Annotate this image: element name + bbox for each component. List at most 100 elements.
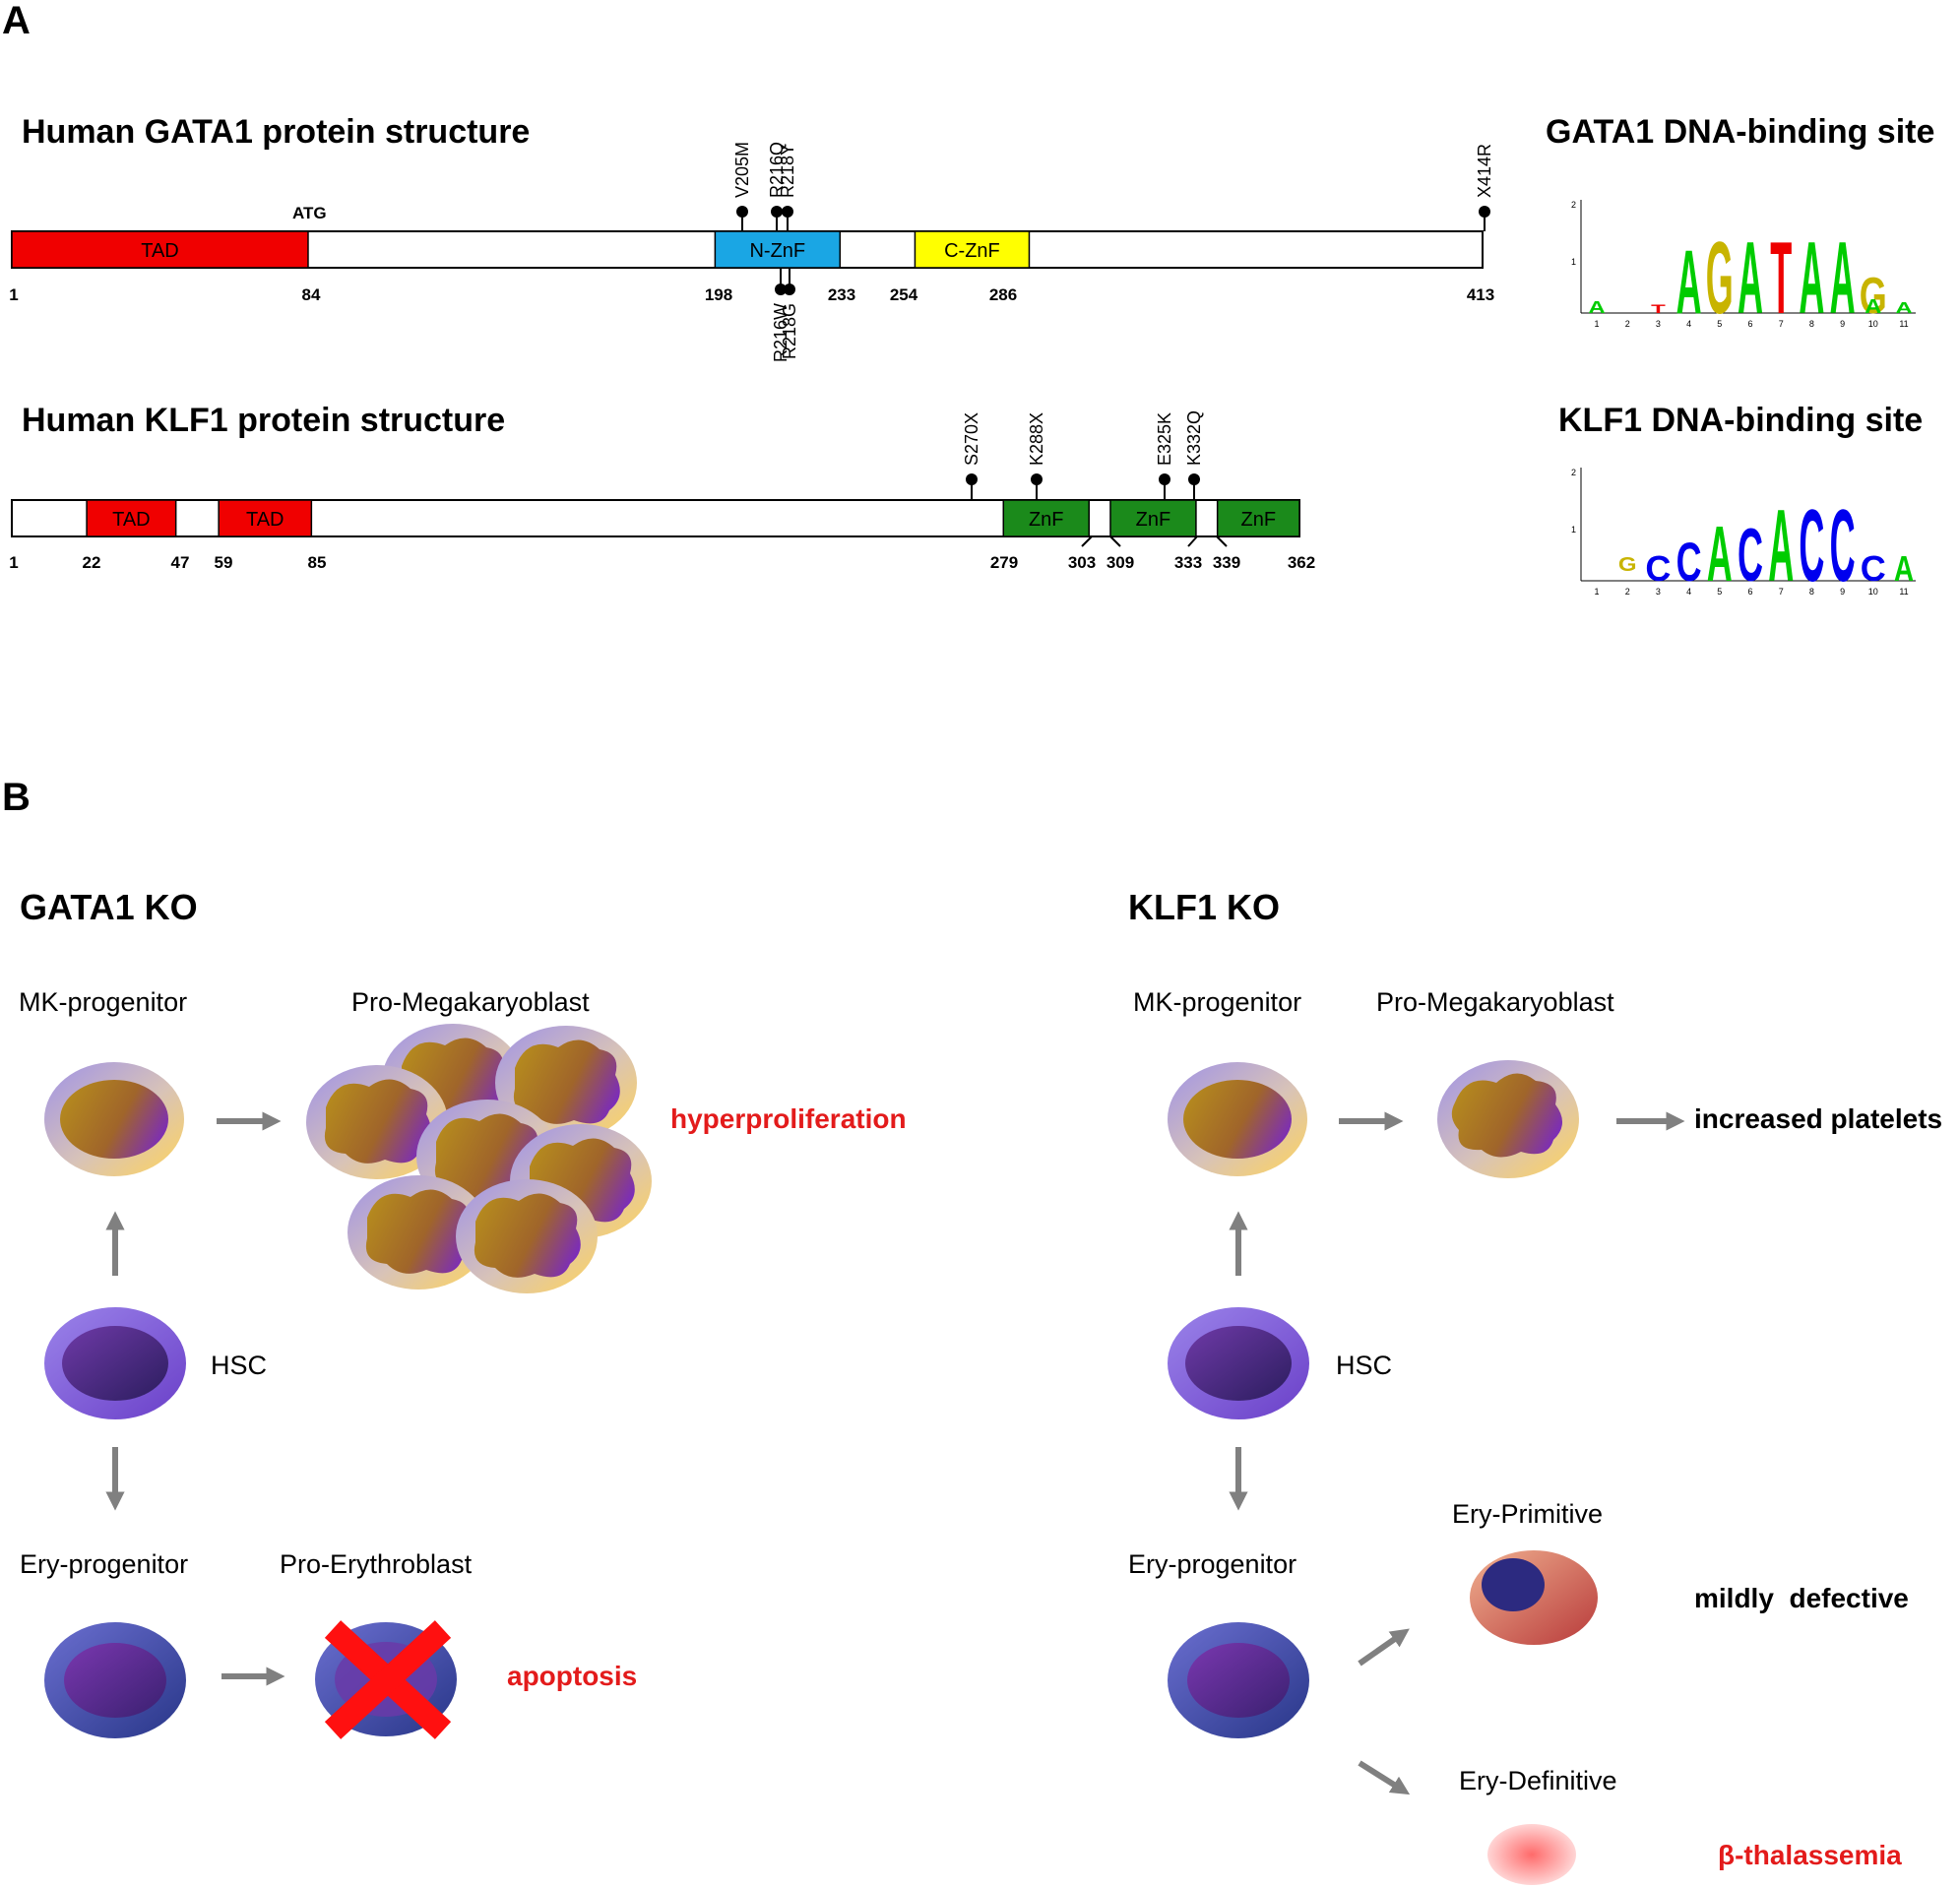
gata1-hyperproliferation-label: hyperproliferation [670,1103,907,1134]
gata1-mutation-label: R216W [771,303,790,362]
klf1-position-label: 85 [308,553,327,572]
gata1-hsc-label: HSC [211,1351,267,1380]
pro-megakaryoblast-cell [495,1026,637,1140]
gata1-mutation-label: R218G [780,303,799,359]
klf1-ko-title: KLF1 KO [1128,887,1280,927]
logo-letter: A [1768,490,1794,603]
logo-x-tick: 9 [1840,587,1845,597]
logo-x-tick: 8 [1809,319,1814,329]
klf1-mutation-label: E325K [1155,412,1174,466]
klf1-domain-label: TAD [112,509,151,531]
logo-x-tick: 4 [1686,587,1691,597]
klf1-backbone [11,499,1300,537]
logo-letter: A [1738,222,1763,336]
panel-label-b: B [2,776,31,819]
logo-letter: A [1895,300,1913,317]
logo-x-tick: 5 [1717,319,1722,329]
cross-icon [324,1620,452,1739]
klf1-domain-znf [1109,499,1197,537]
gata1-mk-progenitor-label: MK-progenitor [19,987,187,1017]
gata1-pro-erythroblast-label: Pro-Erythroblast [280,1549,473,1579]
gata1-atg-label: ATG [292,204,327,222]
gata1-ko-title: GATA1 KO [20,887,198,927]
logo-x-tick: 9 [1840,319,1845,329]
klf1-domain-label: TAD [246,509,285,531]
klf1-ko-diagram [1168,1060,1685,1885]
logo-letter: A [1707,511,1733,598]
gata1-logo-title: GATA1 DNA-binding site [1546,113,1934,151]
logo-letter: G [1706,222,1734,336]
gata1-domain-c-znf [914,230,1031,269]
logo-x-tick: 2 [1625,319,1630,329]
gata1-mutation-marker [1479,206,1490,218]
logo-x-tick: 8 [1809,587,1814,597]
gata1-mutation-label: R218Y [778,144,797,198]
klf1-position-label: 47 [171,553,190,572]
klf1-pro-megakaryoblast-label: Pro-Megakaryoblast [1376,987,1614,1017]
gata1-domain-label: C-ZnF [944,240,1000,262]
logo-x-tick: 1 [1594,587,1599,597]
klf1-mutation-marker [1188,473,1200,485]
pro-megakaryoblast-cell [348,1175,489,1290]
klf1-mildly-defective-label: mildly defective [1694,1583,1909,1613]
gata1-mutation-marker [736,206,748,218]
mk-progenitor-cell [44,1062,184,1176]
logo-x-tick: 7 [1779,319,1784,329]
gata1-position-label: 198 [705,285,732,304]
gata1-pro-megakaryoblast-label: Pro-Megakaryoblast [351,987,590,1017]
logo-y-tick: 2 [1571,200,1576,210]
logo-letter: C [1738,513,1763,598]
logo-x-tick: 10 [1868,587,1878,597]
logo-letter: C [1676,531,1702,593]
arrow-up-right-icon [1358,1628,1410,1667]
klf1-structure-title: Human KLF1 protein structure [22,402,505,439]
klf1-domain-znf [1002,499,1090,537]
logo-letter: G [1618,553,1637,576]
logo-x-tick: 4 [1686,319,1691,329]
gata1-ery-progenitor-label: Ery-progenitor [20,1549,188,1579]
logo-x-tick: 5 [1717,587,1722,597]
logo-x-tick: 3 [1656,587,1661,597]
klf1-domain-tad [86,499,177,537]
pro-megakaryoblast-cell [306,1065,448,1179]
logo-letter: A [1588,298,1605,318]
klf1-beta-thalassemia-label: β-thalassemia [1718,1840,1902,1870]
klf1-position-label: 309 [1106,553,1134,572]
mk-progenitor-cell [1168,1062,1307,1176]
gata1-position-label: 286 [989,285,1017,304]
klf1-position-label: 59 [215,553,233,572]
logo-letter: G [1860,269,1887,325]
klf1-domain-znf [1216,499,1300,537]
gata1-mutation-label: X414R [1475,144,1494,198]
gata1-mutation-marker [775,283,787,295]
gata1-mutation-label: R216Q [767,142,787,198]
logo-letter: C [1799,490,1824,603]
ery-definitive-cell [1487,1824,1576,1885]
klf1-mk-progenitor-label: MK-progenitor [1133,987,1301,1017]
logo-x-tick: 6 [1747,319,1752,329]
arrow-down-right-icon [1358,1760,1411,1795]
gata1-position-label: 84 [302,285,321,304]
logo-x-tick: 3 [1656,319,1661,329]
logo-letter: C [1830,490,1856,603]
klf1-mutation-label: K288X [1027,412,1046,466]
gata1-mutation-marker [784,283,795,295]
pro-megakaryoblast-cluster [306,1024,652,1293]
klf1-hsc-label: HSC [1336,1351,1392,1380]
klf1-mutation-marker [1031,473,1043,485]
logo-x-tick: 2 [1625,587,1630,597]
gata1-domain-tad [11,230,309,269]
logo-letter: T [1770,222,1792,336]
ery-progenitor-cell [1168,1622,1309,1738]
pro-erythroblast-apoptotic-cell [315,1620,457,1739]
logo-x-tick: 1 [1594,319,1599,329]
klf1-mutation-label: S270X [962,412,981,466]
logo-letter: C [1861,548,1886,589]
klf1-position-label: 339 [1213,553,1240,572]
logo-letter: A [1865,295,1881,318]
klf1-domain-tad [218,499,313,537]
logo-y-tick: 1 [1571,525,1576,535]
